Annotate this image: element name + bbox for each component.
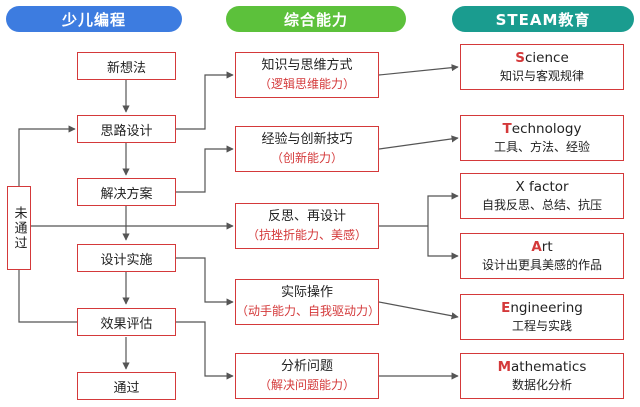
side-label-not-passed: 未通过 — [7, 186, 31, 270]
ability-title: 反思、再设计 — [267, 209, 346, 224]
ability-experience-innovation: 经验与创新技巧 （创新能力） — [235, 126, 379, 172]
steam-desc: 工程与实践 — [511, 319, 572, 333]
step-idea-design: 思路设计 — [77, 115, 176, 143]
steam-title: Science — [515, 50, 569, 66]
steam-desc: 设计出更具美感的作品 — [481, 258, 602, 272]
header-steam-education: STEAM教育 — [452, 6, 634, 32]
ability-reflection-redesign: 反思、再设计 （抗挫折能力、美感） — [235, 203, 379, 249]
steam-desc: 工具、方法、经验 — [493, 140, 590, 154]
ability-title: 实际操作 — [280, 285, 333, 300]
step-passed: 通过 — [77, 372, 176, 400]
steam-desc: 知识与客观规律 — [499, 69, 584, 83]
steam-technology: Technology 工具、方法、经验 — [460, 115, 624, 161]
ability-title: 经验与创新技巧 — [261, 132, 353, 147]
steam-mathematics: Mathematics 数据化分析 — [460, 353, 624, 399]
header-kids-programming: 少儿编程 — [6, 6, 182, 32]
ability-subtitle: （创新能力） — [270, 151, 343, 165]
steam-art: Art 设计出更具美感的作品 — [460, 233, 624, 279]
steam-desc: 数据化分析 — [511, 378, 572, 392]
step-solution: 解决方案 — [77, 178, 176, 206]
step-evaluation: 效果评估 — [77, 308, 176, 336]
ability-problem-analysis: 分析问题 （解决问题能力） — [235, 353, 379, 399]
header-comprehensive-ability: 综合能力 — [226, 6, 406, 32]
steam-title: Art — [531, 239, 553, 255]
steam-x-factor: X factor 自我反思、总结、抗压 — [460, 173, 624, 219]
steam-engineering: Engineering 工程与实践 — [460, 294, 624, 340]
ability-title: 分析问题 — [280, 359, 333, 374]
ability-title: 知识与思维方式 — [261, 58, 353, 73]
steam-title: Technology — [502, 121, 582, 137]
ability-subtitle: （抗挫折能力、美感） — [246, 228, 367, 242]
ability-practical-operation: 实际操作 （动手能力、自我驱动力） — [235, 279, 381, 325]
steam-desc: 自我反思、总结、抗压 — [481, 198, 602, 212]
ability-subtitle: （解决问题能力） — [258, 378, 355, 392]
steam-title: Mathematics — [497, 359, 587, 375]
steam-title: X factor — [515, 179, 569, 195]
steam-science: Science 知识与客观规律 — [460, 44, 624, 90]
ability-subtitle: （逻辑思维能力） — [258, 77, 355, 91]
step-new-idea: 新想法 — [77, 52, 176, 80]
step-implementation: 设计实施 — [77, 244, 176, 272]
steam-title: Engineering — [501, 300, 583, 316]
ability-knowledge-thinking: 知识与思维方式 （逻辑思维能力） — [235, 52, 379, 98]
ability-subtitle: （动手能力、自我驱动力） — [236, 304, 381, 318]
